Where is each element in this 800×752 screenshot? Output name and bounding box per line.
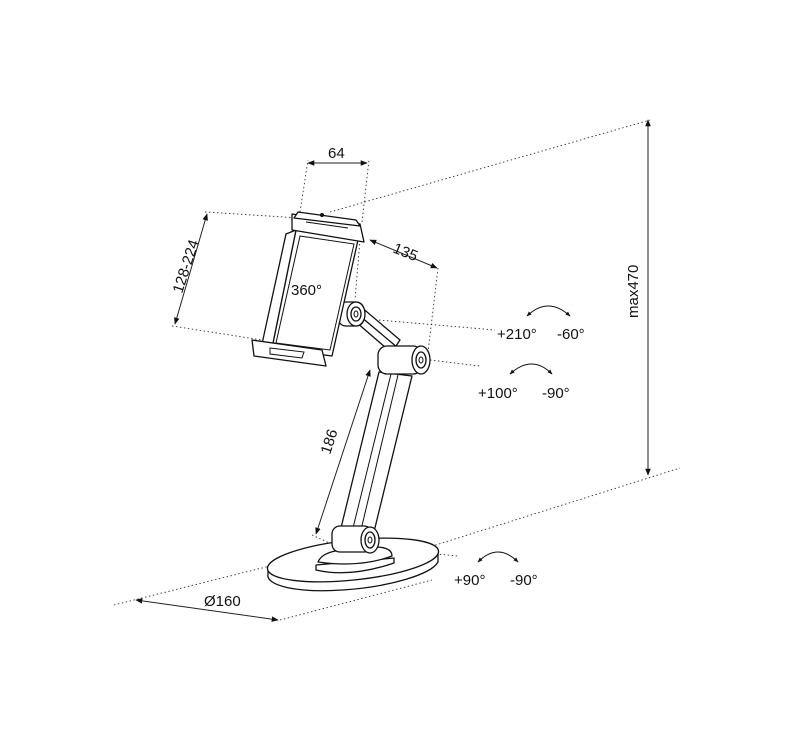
lower-arm-length-label: 186 — [318, 427, 342, 456]
base-disc — [266, 537, 440, 592]
base-diameter-label: Ø160 — [204, 593, 241, 610]
middle-joint — [377, 345, 431, 375]
holder-width-label: 64 — [328, 145, 345, 162]
base-joint — [331, 525, 380, 554]
holder-height-label: 128-224 — [170, 238, 203, 296]
tablet-holder — [251, 211, 365, 367]
holder-rotation-label: 360° — [291, 282, 322, 299]
upper-joint-minus-label: -60° — [557, 326, 585, 343]
lower-arm — [339, 371, 413, 541]
upper-joint-plus-label: +210° — [497, 326, 537, 343]
max-height-label: max470 — [625, 265, 642, 318]
base-joint-minus-label: -90° — [510, 572, 538, 589]
dimension-lines — [135, 119, 651, 622]
upper-joint — [337, 301, 366, 327]
middle-joint-plus-label: +100° — [478, 385, 518, 402]
upper-arm-length-label: 135 — [391, 240, 421, 265]
base-joint-plus-label: +90° — [454, 572, 485, 589]
middle-joint-minus-label: -90° — [542, 385, 570, 402]
